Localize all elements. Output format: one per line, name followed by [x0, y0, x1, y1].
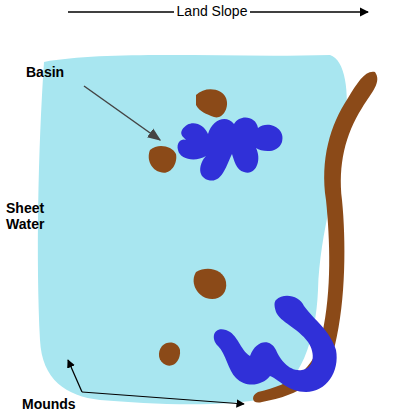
leader-line	[84, 86, 160, 140]
sheet-water	[38, 55, 347, 404]
leader-line	[82, 392, 244, 404]
mound	[194, 269, 227, 299]
mound	[159, 343, 180, 366]
basin	[178, 118, 283, 181]
mound	[196, 89, 227, 117]
basin-label: Basin	[26, 64, 64, 80]
mound	[149, 146, 177, 173]
leader-line	[68, 360, 82, 392]
slope-label: Land Slope	[174, 3, 251, 19]
basin	[214, 296, 337, 392]
sheet-water-label: Sheet Water	[6, 200, 62, 232]
mounds-label: Mounds	[22, 396, 76, 412]
